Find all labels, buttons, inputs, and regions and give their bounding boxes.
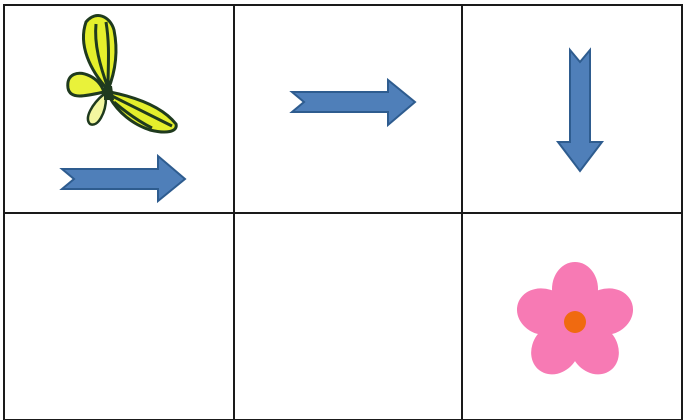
butterfly-upper-wing-vein [94,21,110,89]
butterfly-lower-left-wing [86,92,108,126]
grid-cell-r2c2 [233,212,463,420]
grid-cell-r2c1 [3,212,235,420]
grid-lines [3,4,683,420]
arrow-down-icon [555,47,605,173]
grid-cell-r2c3 [461,212,683,420]
flower-center [564,311,586,333]
butterfly-body [104,86,114,100]
butterfly-icon [66,14,178,134]
butterfly-right-wing-vein [111,94,173,130]
arrow-right-icon [59,153,187,204]
flower-icon [516,262,634,375]
butterfly-left-wing [66,71,106,98]
arrow-right-icon [289,77,417,128]
